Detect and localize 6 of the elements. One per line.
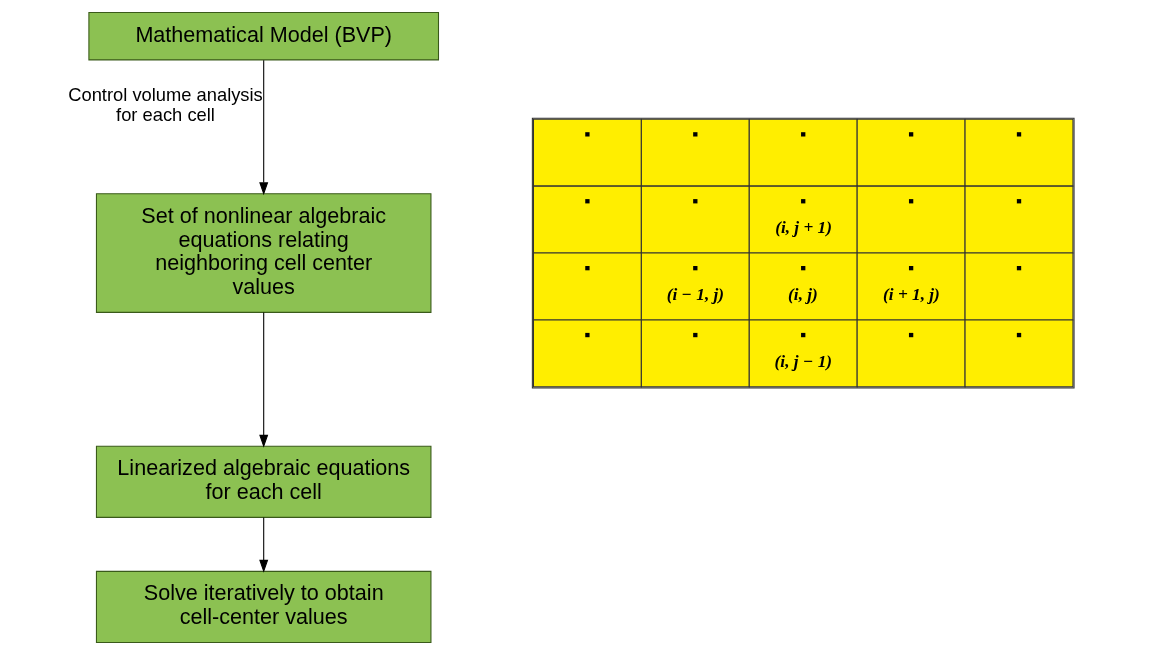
label: (i, j + 1) <box>774 218 832 238</box>
label: (i + 1, j) <box>882 285 940 305</box>
edge-label: Control volume analysis for each cell <box>67 83 263 126</box>
label: (i − 1, j) <box>666 285 724 305</box>
label: (i, j) <box>787 285 818 305</box>
label: (i, j − 1) <box>774 352 832 372</box>
